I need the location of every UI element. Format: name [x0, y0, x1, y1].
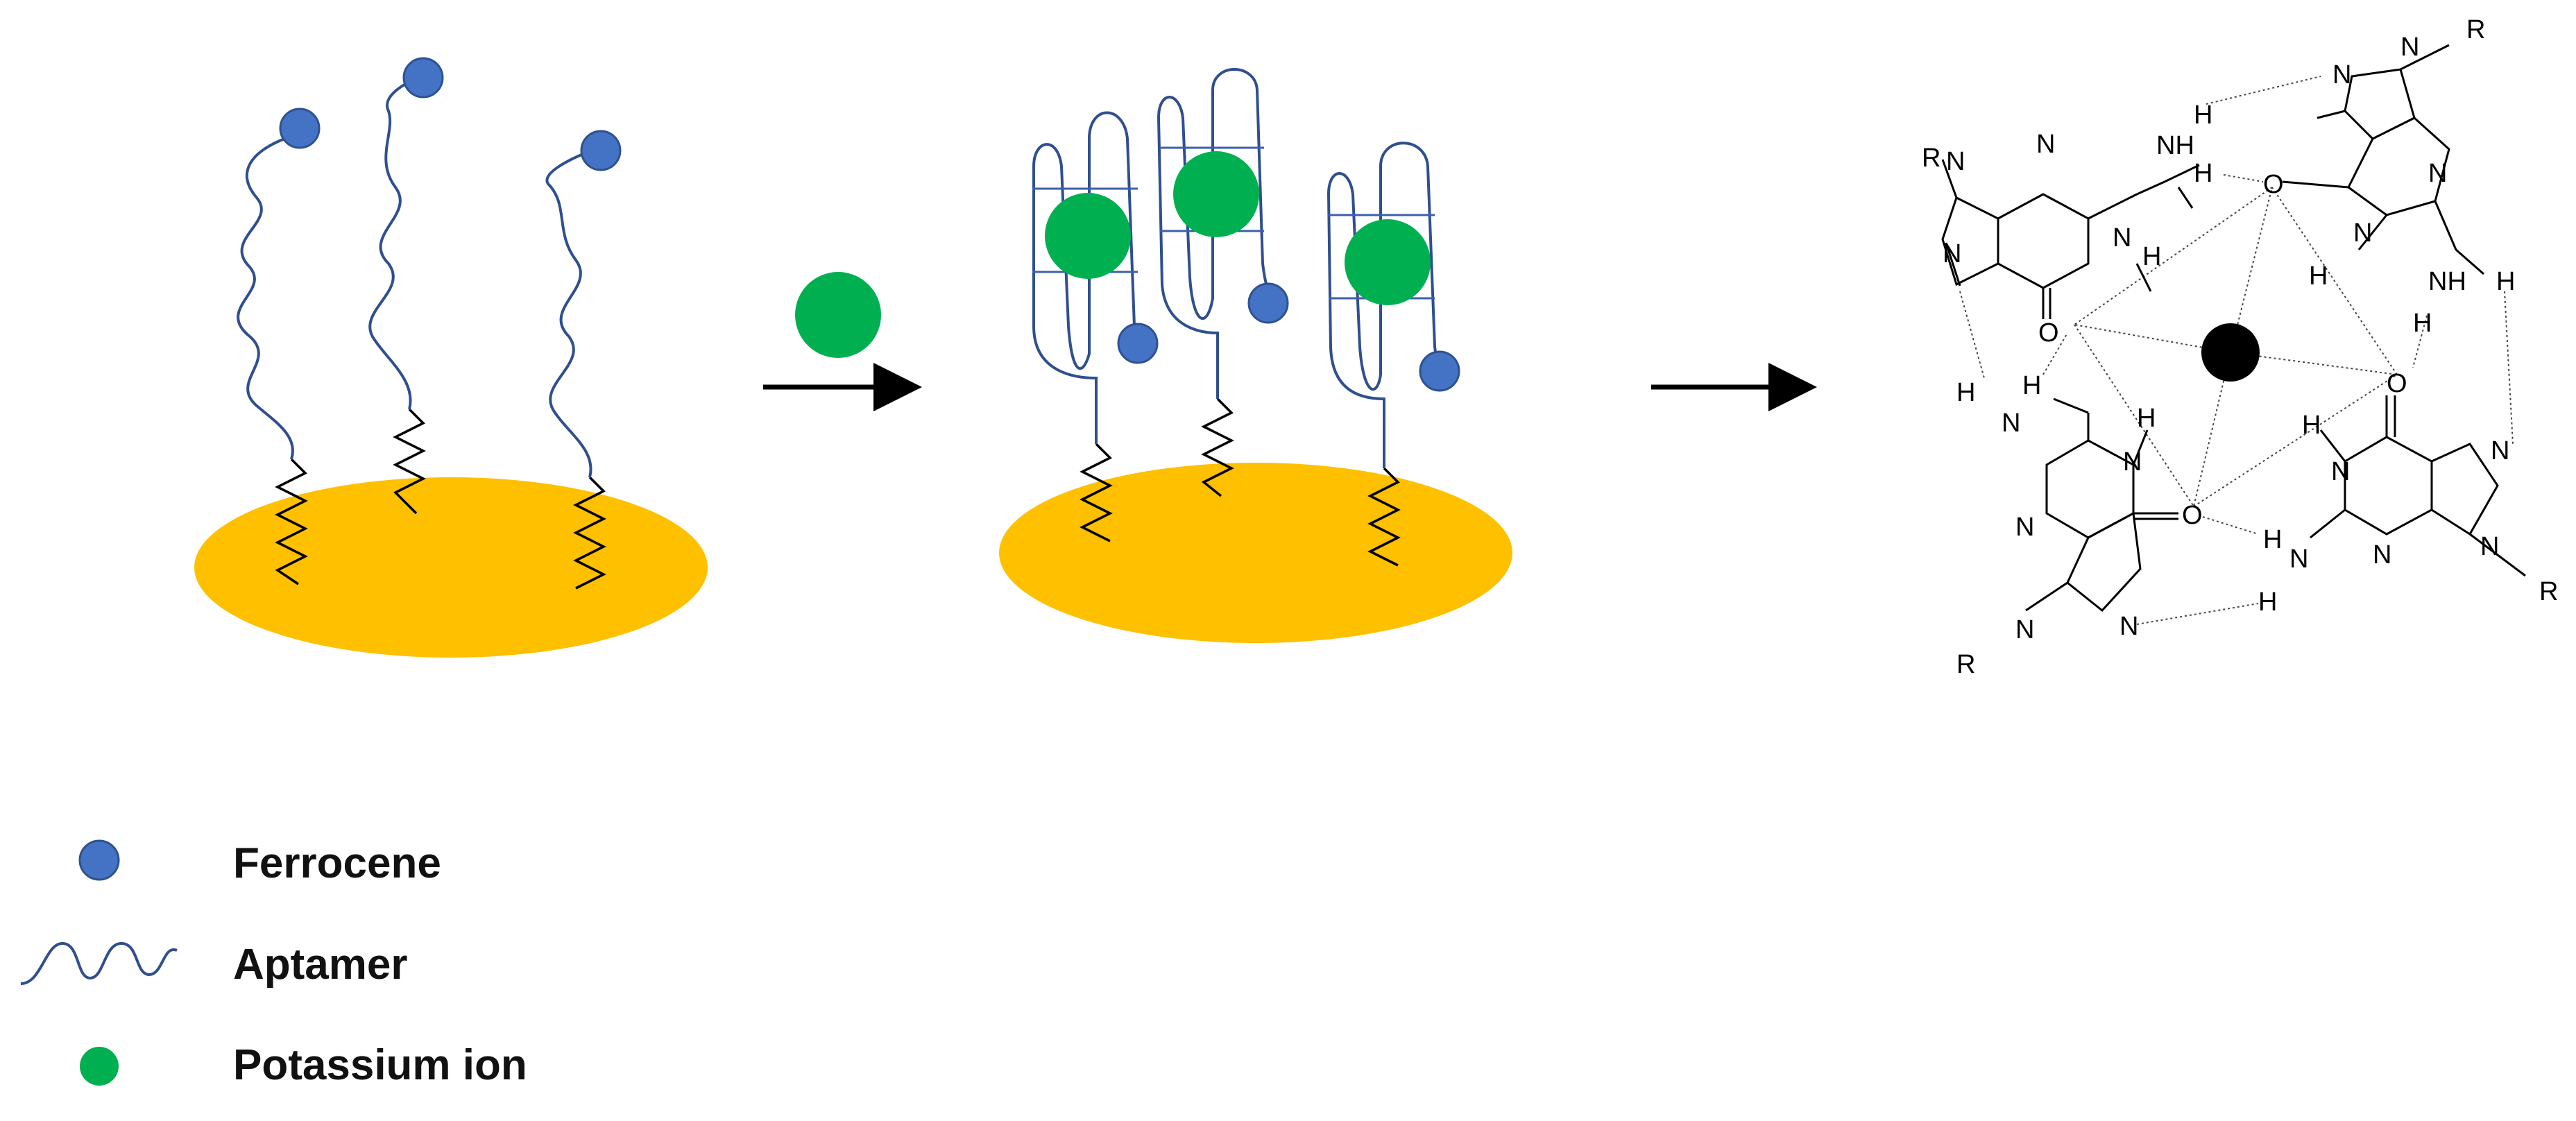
linker-2: [393, 408, 426, 515]
panel-folded: [999, 68, 1512, 643]
atom-n: N: [2400, 33, 2419, 62]
folded-strand-2: [1157, 68, 1271, 399]
gold-electrode-1: [194, 477, 708, 658]
atom-o: O: [2263, 170, 2284, 199]
atom-n: N: [2002, 409, 2020, 438]
ferrocene-6: [1419, 350, 1460, 392]
atom-n: N: [2332, 60, 2351, 89]
atom-nh: NH: [2428, 267, 2466, 296]
linker-4: [1080, 443, 1113, 542]
atom-nh: NH: [2156, 131, 2194, 160]
potassium-ion-3: [1345, 219, 1431, 305]
atom-n: N: [2036, 130, 2055, 159]
legend-ferrocene-label: Ferrocene: [233, 839, 441, 887]
guanine-top-right: [2282, 44, 2484, 275]
ferrocene-4: [1117, 323, 1159, 364]
atom-h: H: [2413, 309, 2432, 338]
central-ion: [2201, 323, 2260, 382]
panel-unfolded: [194, 57, 708, 658]
legend-icons: [20, 839, 178, 1086]
atom-h: H: [2137, 404, 2156, 433]
potassium-ion-1: [1045, 193, 1131, 279]
legend-ferrocene-icon: [78, 839, 120, 881]
quadruplex-2: [1157, 68, 1289, 497]
atom-n: N: [2373, 540, 2391, 570]
atom-n: N: [1943, 239, 1961, 268]
coordination-lines: [2074, 187, 2398, 507]
legend-potassium-icon: [80, 1047, 119, 1086]
atom-h: H: [2263, 525, 2282, 554]
ferrocene-2: [402, 57, 444, 99]
aptamer-strand-2: [368, 75, 424, 410]
linker-3: [573, 476, 606, 590]
atom-h: H: [2194, 159, 2212, 188]
atom-n: N: [2015, 513, 2034, 542]
atom-r: R: [2466, 15, 2485, 44]
atom-h: H: [2302, 411, 2321, 440]
folded-strand-1: [1032, 111, 1139, 444]
quadruplex-3: [1327, 142, 1460, 567]
linker-6: [1367, 467, 1401, 567]
aptamer-strand-1: [237, 127, 300, 460]
atom-n: N: [2123, 447, 2142, 477]
atom-h: H: [2258, 588, 2277, 617]
atom-h: H: [2142, 242, 2161, 271]
atom-o: O: [2387, 369, 2407, 398]
atom-n: N: [2113, 223, 2131, 253]
gold-electrode-2: [999, 463, 1512, 643]
addition-step: [763, 272, 922, 411]
guanine-top-left: [1941, 159, 2200, 319]
atom-n: N: [2428, 159, 2447, 188]
potassium-ion-2: [1173, 151, 1259, 237]
atom-h: H: [2309, 262, 2328, 291]
ferrocene-3: [580, 130, 622, 171]
guanine-bottom-left: [2025, 397, 2178, 613]
atom-r: R: [1922, 144, 1940, 173]
atom-h: H: [2022, 371, 2041, 400]
atom-n: N: [2480, 532, 2499, 561]
atom-o: O: [2038, 318, 2059, 348]
legend-aptamer-label: Aptamer: [233, 941, 408, 989]
legend-aptamer-icon: [20, 941, 178, 985]
guanine-bottom-right: [2310, 395, 2526, 577]
ferrocene-5: [1247, 282, 1289, 324]
atom-r: R: [2539, 577, 2558, 606]
atom-n: N: [2015, 615, 2034, 644]
hydrogen-bonds: [1959, 76, 2514, 625]
atom-h: H: [2194, 101, 2212, 130]
quadruplex-1: [1032, 111, 1159, 542]
linker-1: [275, 458, 308, 585]
atom-r: R: [1956, 650, 1975, 679]
linker-5: [1201, 397, 1234, 497]
ferrocene-1: [279, 108, 321, 149]
aptamer-strand-3: [545, 150, 592, 478]
atom-n: N: [2491, 436, 2509, 465]
legend-potassium-label: Potassium ion: [233, 1041, 527, 1089]
atom-n: N: [1946, 147, 1965, 176]
atom-o: O: [2182, 501, 2203, 530]
atom-n: N: [2119, 612, 2138, 641]
atom-n: N: [2353, 219, 2372, 248]
atom-n: N: [2289, 545, 2308, 574]
atom-h: H: [2496, 267, 2515, 296]
folded-strand-3: [1327, 142, 1441, 468]
potassium-ion-added: [795, 272, 881, 358]
atom-h: H: [1956, 378, 1975, 407]
atom-n: N: [2331, 457, 2350, 486]
g-quartet-structure: R N N N N H O NH H H R N N N N O H NH H …: [1922, 15, 2558, 679]
